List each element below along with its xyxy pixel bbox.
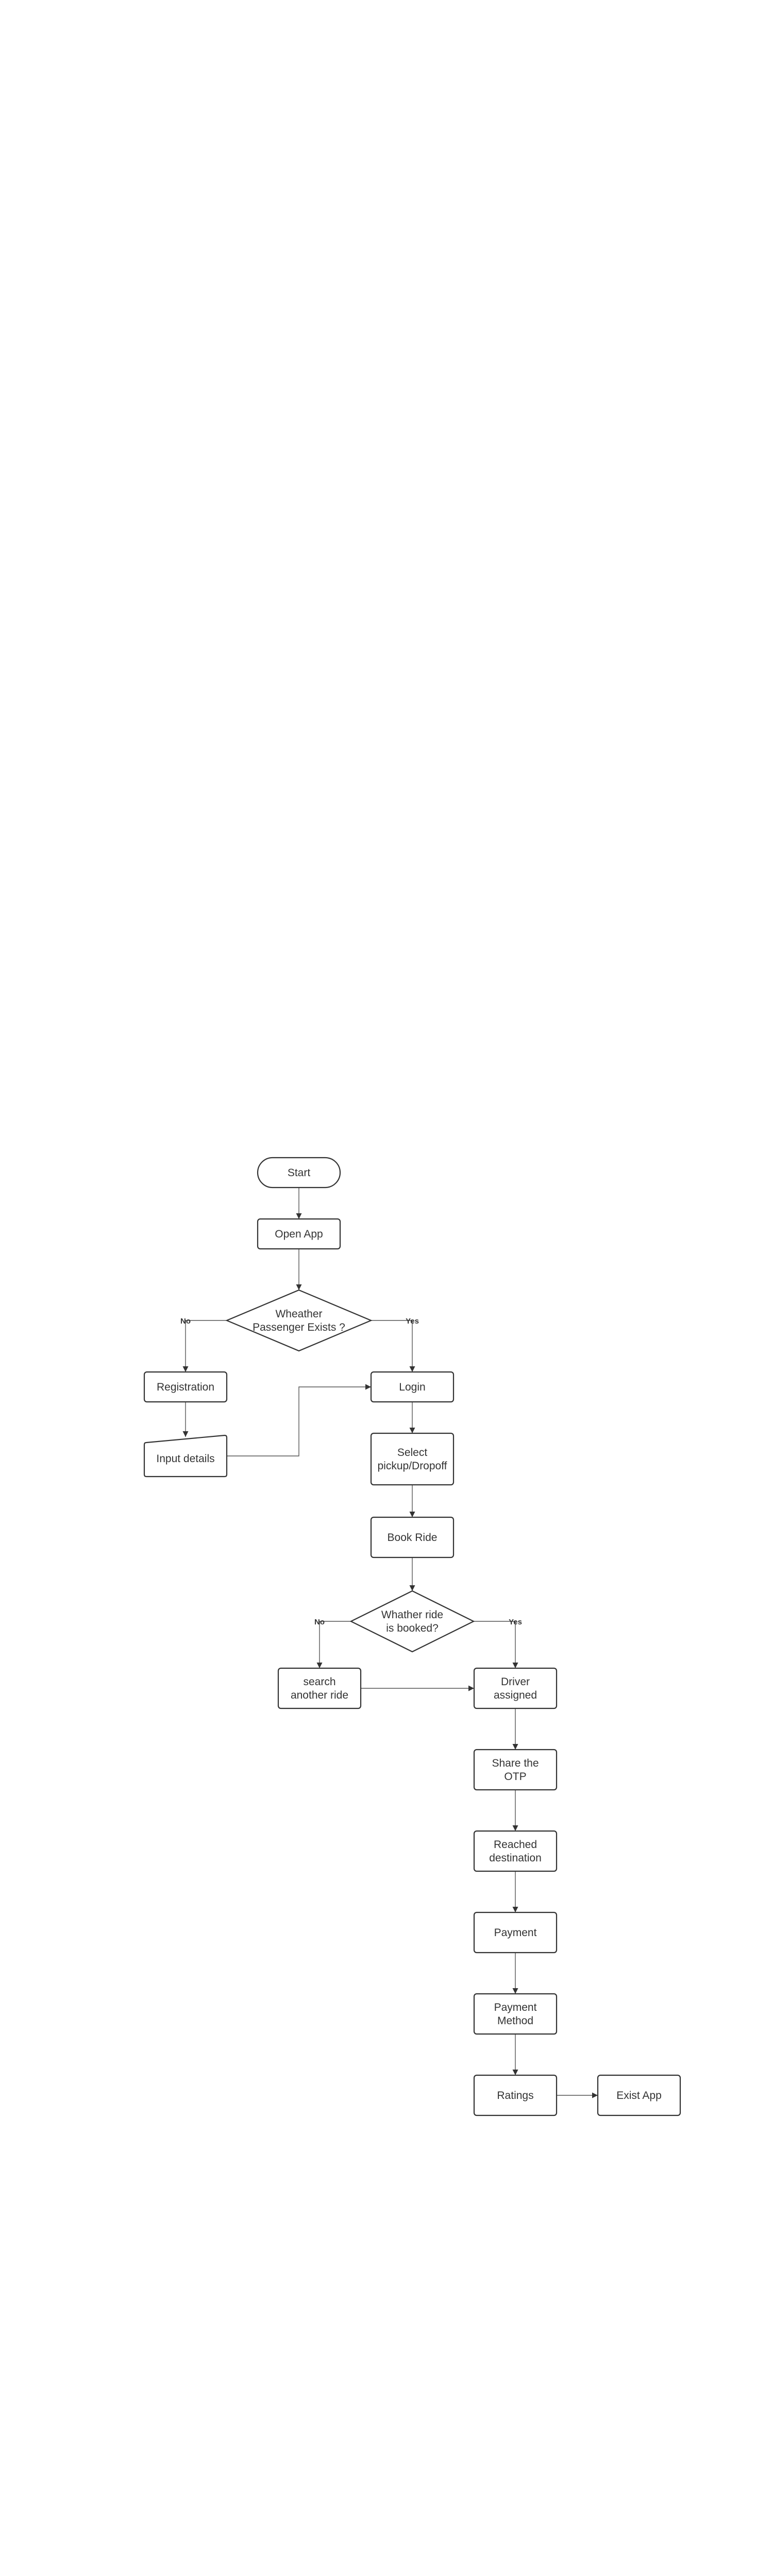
- node-label-line: Ratings: [497, 2090, 533, 2102]
- node-label-line: is booked?: [386, 1622, 439, 1634]
- decision-shape: [225, 1289, 373, 1352]
- node-payment: Payment: [473, 1911, 558, 1954]
- node-label-line: Exist App: [616, 2090, 662, 2102]
- process-shape: [597, 2074, 681, 2116]
- node-label-line: assigned: [494, 1689, 537, 1701]
- node-label-line: pickup/Dropoff: [377, 1460, 447, 1472]
- node-label-line: Passenger Exists ?: [253, 1321, 345, 1333]
- process-shape: [277, 1667, 362, 1709]
- edge-passenger-exists-to-registration: [182, 1320, 227, 1372]
- edge-label-yes: Yes: [509, 1618, 522, 1626]
- node-label-line: Reached: [494, 1839, 537, 1851]
- edge-label-yes: Yes: [406, 1317, 419, 1326]
- node-start: Start: [257, 1157, 341, 1189]
- edges-layer: [182, 1188, 598, 2098]
- node-label-line: Method: [497, 2015, 533, 2027]
- process-shape: [473, 1911, 558, 1954]
- node-label-line: Wheather: [275, 1308, 322, 1320]
- process-shape: [370, 1516, 455, 1558]
- terminator-shape: [257, 1157, 341, 1189]
- manual-input-shape: [143, 1434, 228, 1478]
- edge-label-no: No: [180, 1317, 191, 1326]
- node-book-ride: Book Ride: [370, 1516, 455, 1558]
- node-label-line: Book Ride: [388, 1532, 438, 1544]
- node-label-line: Share the: [492, 1757, 539, 1769]
- node-open-app: Open App: [257, 1218, 341, 1250]
- node-registration: Registration: [143, 1371, 228, 1403]
- process-shape: [143, 1371, 228, 1403]
- process-shape: [473, 1667, 558, 1709]
- process-shape: [473, 1749, 558, 1791]
- process-shape: [473, 1830, 558, 1872]
- node-label-line: Select: [397, 1447, 428, 1459]
- process-shape: [370, 1432, 455, 1486]
- edge-ride-booked-to-driver-assigned: [474, 1621, 518, 1668]
- node-label-line: Driver: [501, 1676, 530, 1688]
- node-label-line: Start: [288, 1167, 311, 1179]
- node-exit-app: Exist App: [597, 2074, 681, 2116]
- node-label-line: Input details: [156, 1453, 214, 1465]
- node-label-line: OTP: [504, 1771, 526, 1783]
- process-shape: [370, 1371, 455, 1403]
- node-ratings: Ratings: [473, 2074, 558, 2116]
- process-shape: [473, 1993, 558, 2035]
- process-shape: [473, 2074, 558, 2116]
- node-label-line: Payment: [494, 1927, 537, 1939]
- node-label-line: Payment: [494, 2002, 537, 2013]
- node-label-line: search: [303, 1676, 335, 1688]
- node-label-line: destination: [489, 1852, 542, 1864]
- node-label-line: Registration: [157, 1381, 214, 1393]
- node-label-line: Login: [399, 1381, 425, 1393]
- decision-shape: [349, 1590, 475, 1653]
- node-label-line: Open App: [275, 1228, 323, 1240]
- edge-ride-booked-to-search-another: [316, 1621, 351, 1668]
- edge-input-details-to-login: [227, 1384, 371, 1456]
- node-input-details: Input details: [143, 1434, 228, 1478]
- node-label-line: Whather ride: [381, 1609, 443, 1621]
- node-label-line: another ride: [291, 1689, 348, 1701]
- node-login: Login: [370, 1371, 455, 1403]
- edge-label-no: No: [314, 1618, 325, 1626]
- edge-passenger-exists-to-login: [371, 1320, 415, 1372]
- process-shape: [257, 1218, 341, 1250]
